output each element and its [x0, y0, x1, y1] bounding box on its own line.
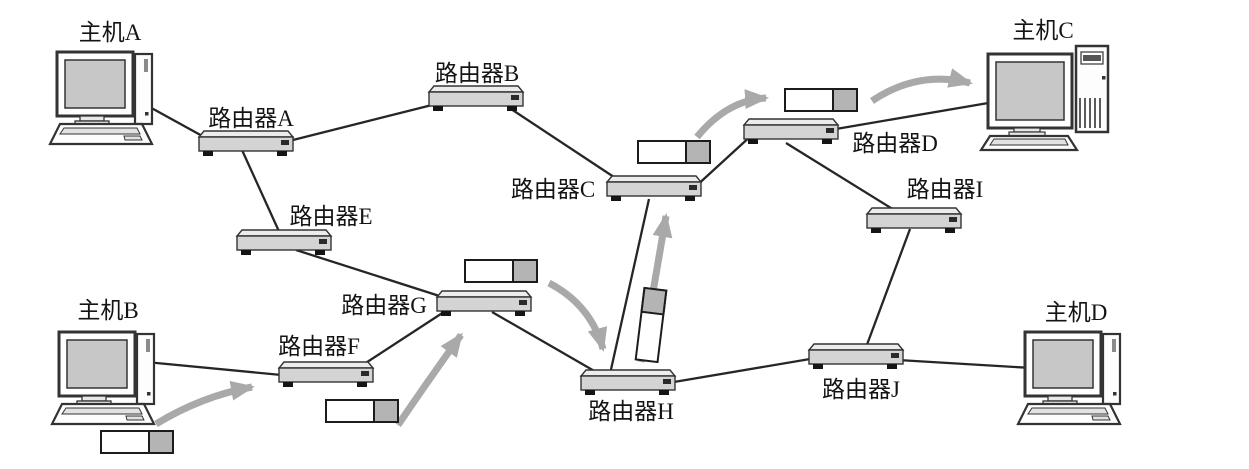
flow-arrow-router-g-to-router-h: [547, 279, 608, 352]
host-b-label: 主机B: [77, 298, 138, 323]
router-i-icon: [866, 207, 962, 234]
flow-arrow-router-c-to-router-d: [694, 89, 769, 140]
router-h-label: 路由器H: [588, 399, 674, 424]
link-lines: [145, 99, 1033, 385]
host-d-label: 主机D: [1045, 300, 1108, 325]
router-j-label: 路由器J: [822, 377, 900, 402]
router-b-label: 路由器B: [435, 61, 519, 86]
link-router-c-router-h: [608, 198, 651, 375]
link-router-i-router-j: [863, 228, 912, 351]
packet-between-router-h-and-router-c: [634, 286, 668, 364]
link-router-h-router-j: [667, 356, 817, 385]
link-router-a-router-b: [284, 102, 437, 144]
host-a-computer-icon: [48, 50, 154, 146]
router-f-label: 路由器F: [278, 334, 360, 359]
router-h-icon: [580, 369, 676, 396]
host-d-computer-icon: [1016, 330, 1122, 426]
router-i-label: 路由器I: [907, 177, 984, 202]
router-a-icon: [198, 130, 294, 157]
link-router-c-router-d: [693, 133, 754, 189]
link-router-d-router-i: [785, 142, 900, 214]
link-router-f-router-g: [357, 307, 451, 369]
host-c-label: 主机C: [1012, 18, 1073, 43]
flow-arrow-router-f-to-router-g: [395, 332, 464, 427]
link-router-a-router-e: [240, 149, 284, 239]
packet-above-router-g: [464, 259, 538, 283]
router-b-icon: [428, 85, 524, 112]
link-host-b-router-f: [145, 360, 293, 378]
router-a-label: 路由器A: [208, 106, 294, 131]
flow-arrow-router-d-to-host-c: [870, 68, 973, 104]
router-e-icon: [236, 229, 332, 256]
link-router-j-host-d: [897, 358, 1033, 370]
router-g-label: 路由器G: [341, 293, 427, 318]
packet-below-host-b: [100, 430, 174, 454]
link-router-d-host-c: [829, 99, 1001, 132]
link-router-b-router-c: [507, 106, 627, 186]
host-b-computer-icon: [50, 330, 156, 426]
host-c-computer-icon: [979, 44, 1110, 152]
flow-arrow-host-b-to-router-f: [154, 380, 255, 427]
host-a-label: 主机A: [79, 20, 142, 45]
packet-below-router-f: [325, 399, 399, 423]
router-c-label: 路由器C: [511, 177, 595, 202]
router-g-icon: [436, 290, 532, 317]
link-router-g-router-h: [491, 311, 604, 377]
router-f-icon: [278, 361, 374, 388]
router-d-icon: [743, 118, 839, 145]
link-router-e-router-g: [295, 248, 453, 302]
packet-above-router-d: [784, 88, 858, 112]
router-j-icon: [808, 343, 904, 370]
packet-above-router-c: [637, 140, 711, 164]
router-c-icon: [606, 175, 702, 202]
router-e-label: 路由器E: [289, 204, 372, 229]
router-d-label: 路由器D: [852, 131, 938, 156]
